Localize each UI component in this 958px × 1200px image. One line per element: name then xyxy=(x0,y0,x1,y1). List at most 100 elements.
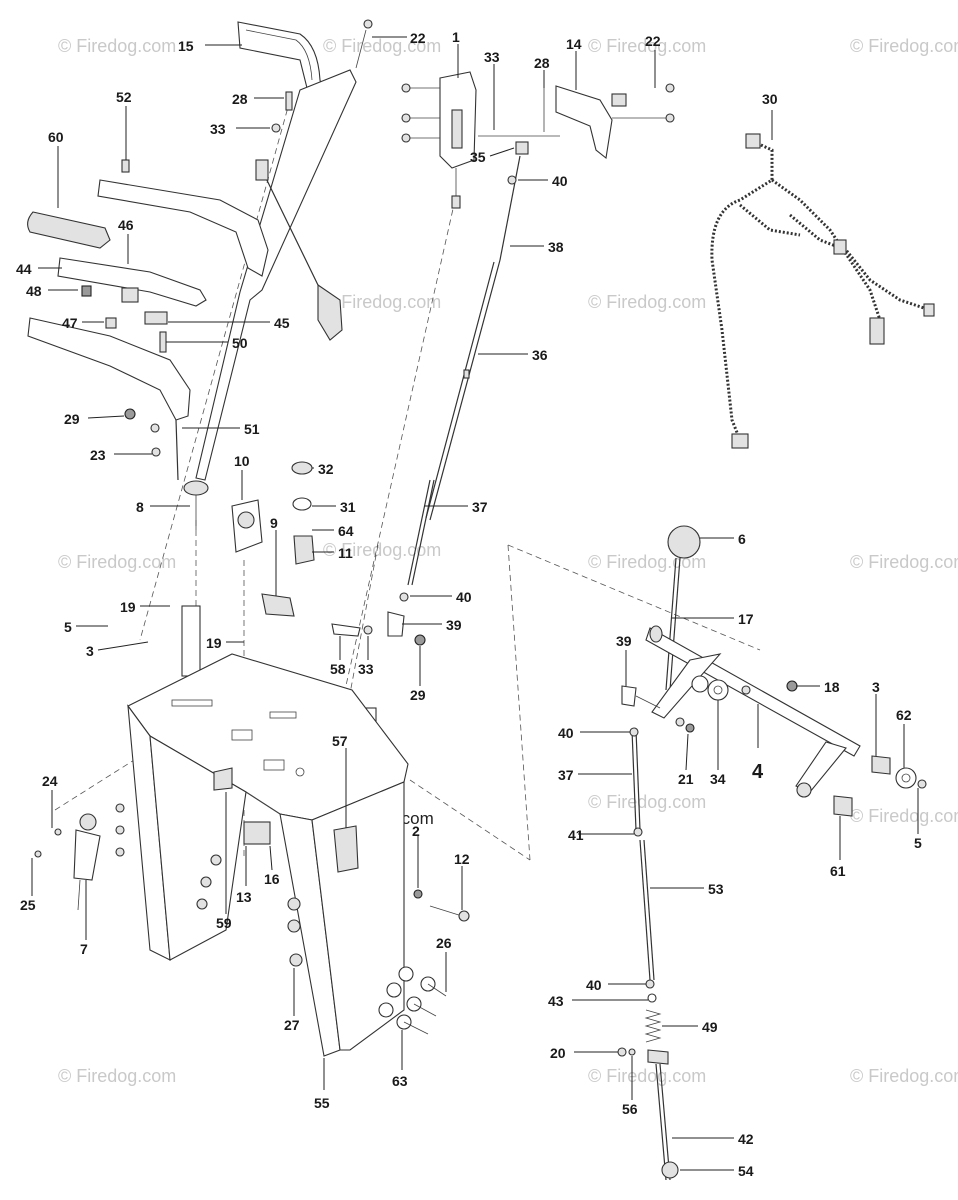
callout-48: 48 xyxy=(26,283,42,299)
callout-16: 16 xyxy=(264,871,280,887)
callout-40: 40 xyxy=(552,173,568,189)
callout-29: 29 xyxy=(410,687,426,703)
connector xyxy=(923,303,935,317)
connector xyxy=(869,317,885,345)
spring-48 xyxy=(81,285,92,297)
watermark: © Firedog.com xyxy=(323,36,441,56)
clip-5 xyxy=(917,779,927,789)
callout-22: 22 xyxy=(645,33,661,49)
bolt xyxy=(115,847,125,857)
knob xyxy=(79,813,97,831)
callout-30: 30 xyxy=(762,91,778,107)
bezel-32 xyxy=(291,461,313,475)
connector xyxy=(731,433,749,449)
watermark: © Firedog.com xyxy=(588,1066,706,1086)
callout-3: 3 xyxy=(872,679,880,695)
callout-23: 23 xyxy=(90,447,106,463)
callout-21: 21 xyxy=(678,771,694,787)
e-clip xyxy=(399,592,409,602)
callout-15: 15 xyxy=(178,38,194,54)
callout-54: 54 xyxy=(738,1163,754,1179)
callout-7: 7 xyxy=(80,941,88,957)
callout-19: 19 xyxy=(120,599,136,615)
callout-26: 26 xyxy=(436,935,452,951)
washer xyxy=(363,625,373,635)
washer xyxy=(398,966,414,982)
key-slot xyxy=(237,511,255,529)
callout-53: 53 xyxy=(708,881,724,897)
watermark: © Firedog.com xyxy=(850,552,958,572)
callout-10: 10 xyxy=(234,453,250,469)
rod-end-39 xyxy=(387,611,405,637)
watermark: © Firedog.com xyxy=(850,806,958,826)
nut xyxy=(414,634,426,646)
callout-37: 37 xyxy=(558,767,574,783)
callout-46: 46 xyxy=(118,217,134,233)
rod-end xyxy=(317,283,343,341)
block xyxy=(647,1049,669,1065)
callout-3: 3 xyxy=(86,643,94,659)
nut xyxy=(611,93,627,107)
callout-18: 18 xyxy=(824,679,840,695)
callout-40: 40 xyxy=(558,725,574,741)
spring-49 xyxy=(644,1009,662,1043)
washer-62 xyxy=(895,767,917,789)
callout-39: 39 xyxy=(616,633,632,649)
spacer xyxy=(144,311,168,325)
watermark: © Firedog.com xyxy=(323,540,441,560)
knob-8 xyxy=(183,480,209,496)
pin-56 xyxy=(628,1048,636,1056)
bolt xyxy=(115,803,125,813)
hand-grip xyxy=(27,211,111,249)
post xyxy=(181,605,201,677)
e-clip xyxy=(645,979,655,989)
callout-40: 40 xyxy=(456,589,472,605)
callout-5: 5 xyxy=(914,835,922,851)
watermark: © Firedog.com xyxy=(588,552,706,572)
callout-60: 60 xyxy=(48,129,64,145)
callout-11: 11 xyxy=(338,545,353,561)
callout-58: 58 xyxy=(330,661,346,677)
callout-17: 17 xyxy=(738,611,754,627)
callout-45: 45 xyxy=(274,315,290,331)
callout-51: 51 xyxy=(244,421,260,437)
rod-mark xyxy=(463,369,470,379)
bolt xyxy=(401,133,411,143)
callout-40: 40 xyxy=(586,977,602,993)
clip-47 xyxy=(105,317,117,329)
bushing-61 xyxy=(833,795,853,817)
nut xyxy=(196,898,208,910)
rod-joint xyxy=(515,141,529,155)
callout-37: 37 xyxy=(472,499,488,515)
bushing-3 xyxy=(871,755,891,775)
callout-32: 32 xyxy=(318,461,334,477)
washer xyxy=(54,828,62,836)
watermark: © Firedog.com xyxy=(588,792,706,812)
handle-tube xyxy=(195,69,357,481)
watermark: © Firedog.com xyxy=(588,36,706,56)
callout-2: 2 xyxy=(412,823,420,839)
pin xyxy=(741,685,751,695)
watermark: © Firedog.com xyxy=(588,292,706,312)
bolt xyxy=(401,83,411,93)
nut-2 xyxy=(413,889,423,899)
washer-43 xyxy=(647,993,657,1003)
watermark: © Firedog.com xyxy=(58,552,176,572)
callout-41: 41 xyxy=(568,827,584,843)
pin-58 xyxy=(331,623,361,637)
callout-56: 56 xyxy=(622,1101,638,1117)
bracket xyxy=(255,159,269,181)
seal-31 xyxy=(292,497,312,511)
callout-63: 63 xyxy=(392,1073,408,1089)
pin-50 xyxy=(159,331,167,353)
rod-end-39 xyxy=(621,685,637,707)
callout-64: 64 xyxy=(338,523,354,539)
callout-6: 6 xyxy=(738,531,746,547)
control-lever-lower xyxy=(27,317,191,421)
callout-43: 43 xyxy=(548,993,564,1009)
washer xyxy=(271,123,281,133)
clip xyxy=(121,287,139,303)
bolt xyxy=(665,113,675,123)
control-lever-upper xyxy=(97,179,269,277)
